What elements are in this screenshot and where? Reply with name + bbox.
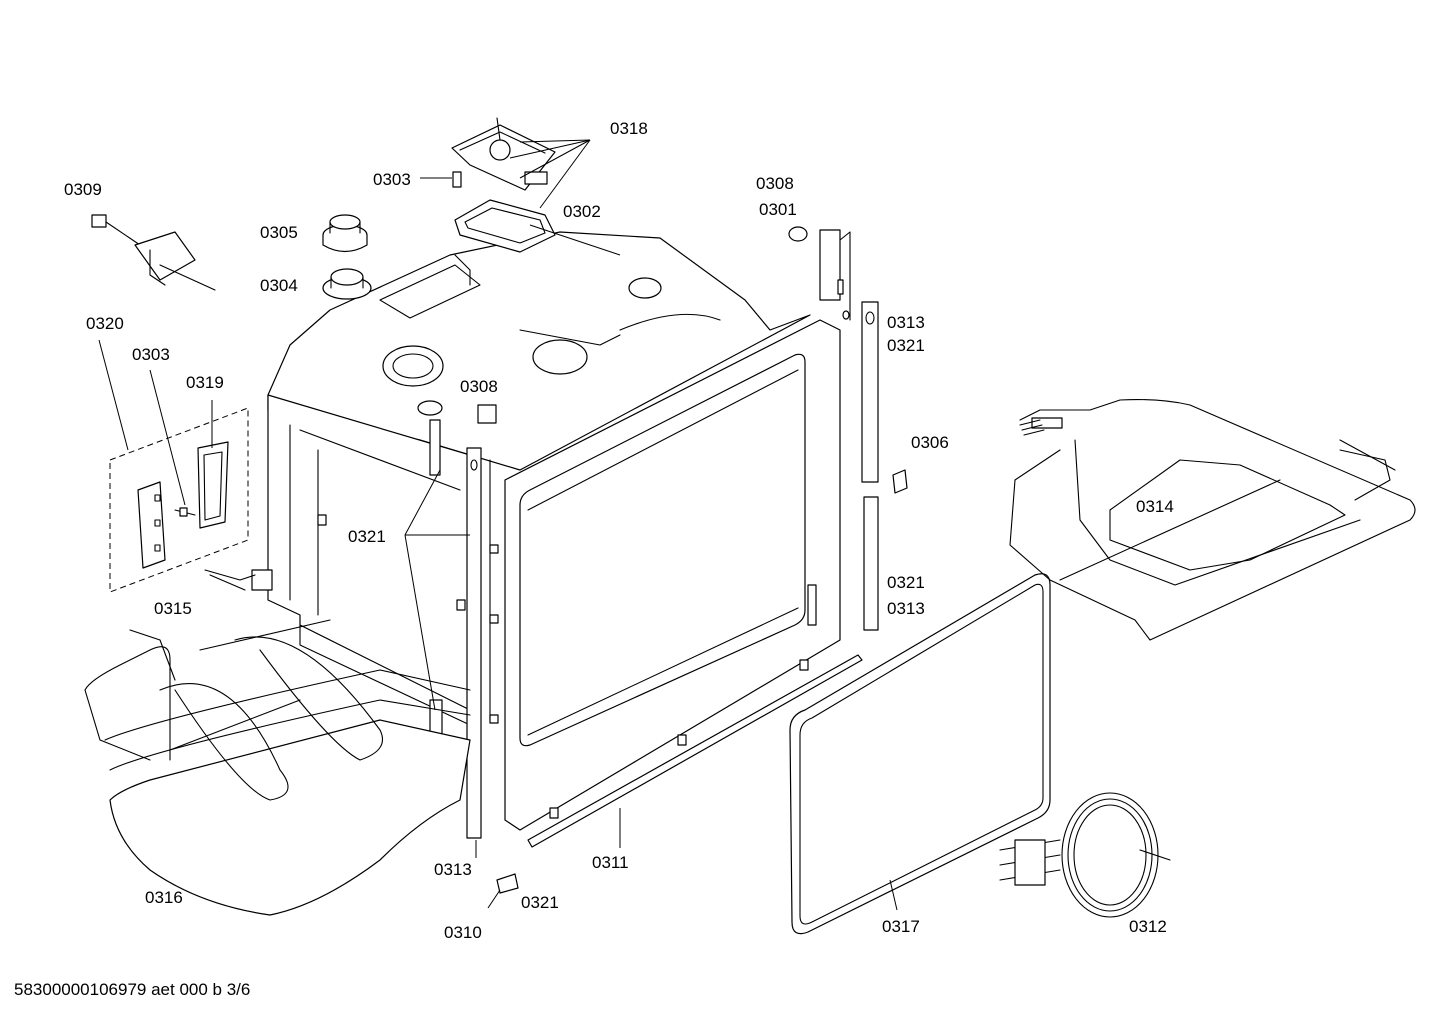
callout-0312: 0312 — [1129, 917, 1167, 936]
gasket-strip-right-lower — [863, 496, 879, 631]
callout-0321-top-right: 0321 — [887, 336, 925, 355]
connector-small-top — [452, 171, 462, 188]
document-footer: 58300000106979 aet 000 b 3/6 — [14, 980, 251, 999]
callout-0303-left: 0303 — [132, 345, 170, 364]
callout-0320: 0320 — [86, 314, 124, 333]
ring-heating-element — [999, 792, 1171, 918]
retaining-clip — [496, 873, 519, 894]
callout-0303-top: 0303 — [373, 170, 411, 189]
callout-0318: 0318 — [610, 119, 648, 138]
rotary-knob-lower — [322, 268, 372, 300]
callout-0313-top-right: 0313 — [887, 313, 925, 332]
clip-right — [892, 469, 908, 494]
callout-0302: 0302 — [563, 202, 601, 221]
gasket-strip-right-upper — [861, 301, 879, 483]
callout-0301: 0301 — [759, 200, 797, 219]
plug-connector-top-right — [788, 226, 808, 242]
callout-0313-bottom: 0313 — [434, 860, 472, 879]
cover-plate — [454, 199, 556, 253]
clip-top — [477, 404, 497, 424]
rotary-knob-upper — [322, 214, 368, 253]
callout-0306: 0306 — [911, 433, 949, 452]
callout-0314: 0314 — [1136, 497, 1174, 516]
callout-0316: 0316 — [145, 888, 183, 907]
oven-muffle — [204, 229, 851, 831]
callout-0317: 0317 — [882, 917, 920, 936]
sensor-assembly — [91, 214, 216, 291]
switch-group — [109, 407, 249, 593]
callout-0308-mid: 0308 — [460, 377, 498, 396]
callout-0313-right: 0313 — [887, 599, 925, 618]
leader-lines — [98, 139, 898, 911]
bottom-insulation — [104, 669, 471, 916]
bottom-heating-element — [84, 619, 384, 801]
callout-0321-bottom: 0321 — [521, 893, 559, 912]
callout-0321-right: 0321 — [887, 573, 925, 592]
thermostat-plate — [451, 117, 556, 191]
callout-0321-left: 0321 — [348, 527, 386, 546]
callout-0311: 0311 — [592, 853, 629, 872]
grill-heating-element — [1009, 399, 1416, 641]
callout-0315: 0315 — [154, 599, 192, 618]
callout-0305: 0305 — [260, 223, 298, 242]
bottom-trim-bar — [527, 654, 863, 848]
door-gasket — [789, 573, 1051, 935]
callout-0319: 0319 — [186, 373, 224, 392]
callout-0304: 0304 — [260, 276, 298, 295]
callout-0309: 0309 — [64, 180, 102, 199]
gasket-strip-left — [466, 447, 482, 839]
callout-0308-top: 0308 — [756, 174, 794, 193]
callout-0310: 0310 — [444, 923, 482, 942]
